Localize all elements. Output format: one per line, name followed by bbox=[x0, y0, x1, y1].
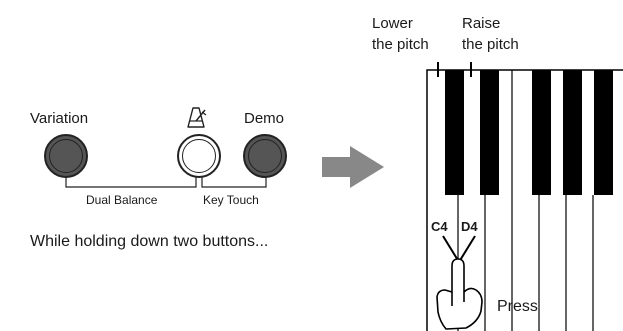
demo-button[interactable] bbox=[243, 134, 287, 178]
black-key bbox=[563, 70, 582, 195]
lower-pitch-label-line1: Lower bbox=[372, 15, 413, 32]
demo-label: Demo bbox=[244, 110, 285, 127]
dual-balance-bracket bbox=[65, 176, 197, 188]
right-arrow-icon bbox=[322, 146, 384, 188]
dual-balance-label: Dual Balance bbox=[86, 193, 158, 207]
variation-label: Variation bbox=[30, 110, 89, 127]
variation-button[interactable] bbox=[44, 134, 88, 178]
raise-pitch-label-line2: the pitch bbox=[462, 36, 519, 53]
key-d4-label: D4 bbox=[461, 219, 478, 234]
black-key bbox=[532, 70, 551, 195]
lower-pitch-label-line2: the pitch bbox=[372, 36, 429, 53]
black-key bbox=[445, 70, 464, 195]
black-key bbox=[480, 70, 499, 195]
key-touch-label: Key Touch bbox=[203, 193, 259, 207]
metronome-button[interactable] bbox=[177, 134, 221, 178]
key-c4-label: C4 bbox=[431, 219, 448, 234]
black-key bbox=[594, 70, 613, 195]
press-label: Press bbox=[497, 298, 538, 315]
metronome-icon bbox=[187, 107, 207, 128]
key-touch-bracket bbox=[201, 176, 267, 188]
raise-pitch-label-line1: Raise bbox=[462, 15, 501, 32]
pointing-hand-icon bbox=[436, 258, 483, 330]
instruction-text: While holding down two buttons... bbox=[30, 233, 269, 250]
